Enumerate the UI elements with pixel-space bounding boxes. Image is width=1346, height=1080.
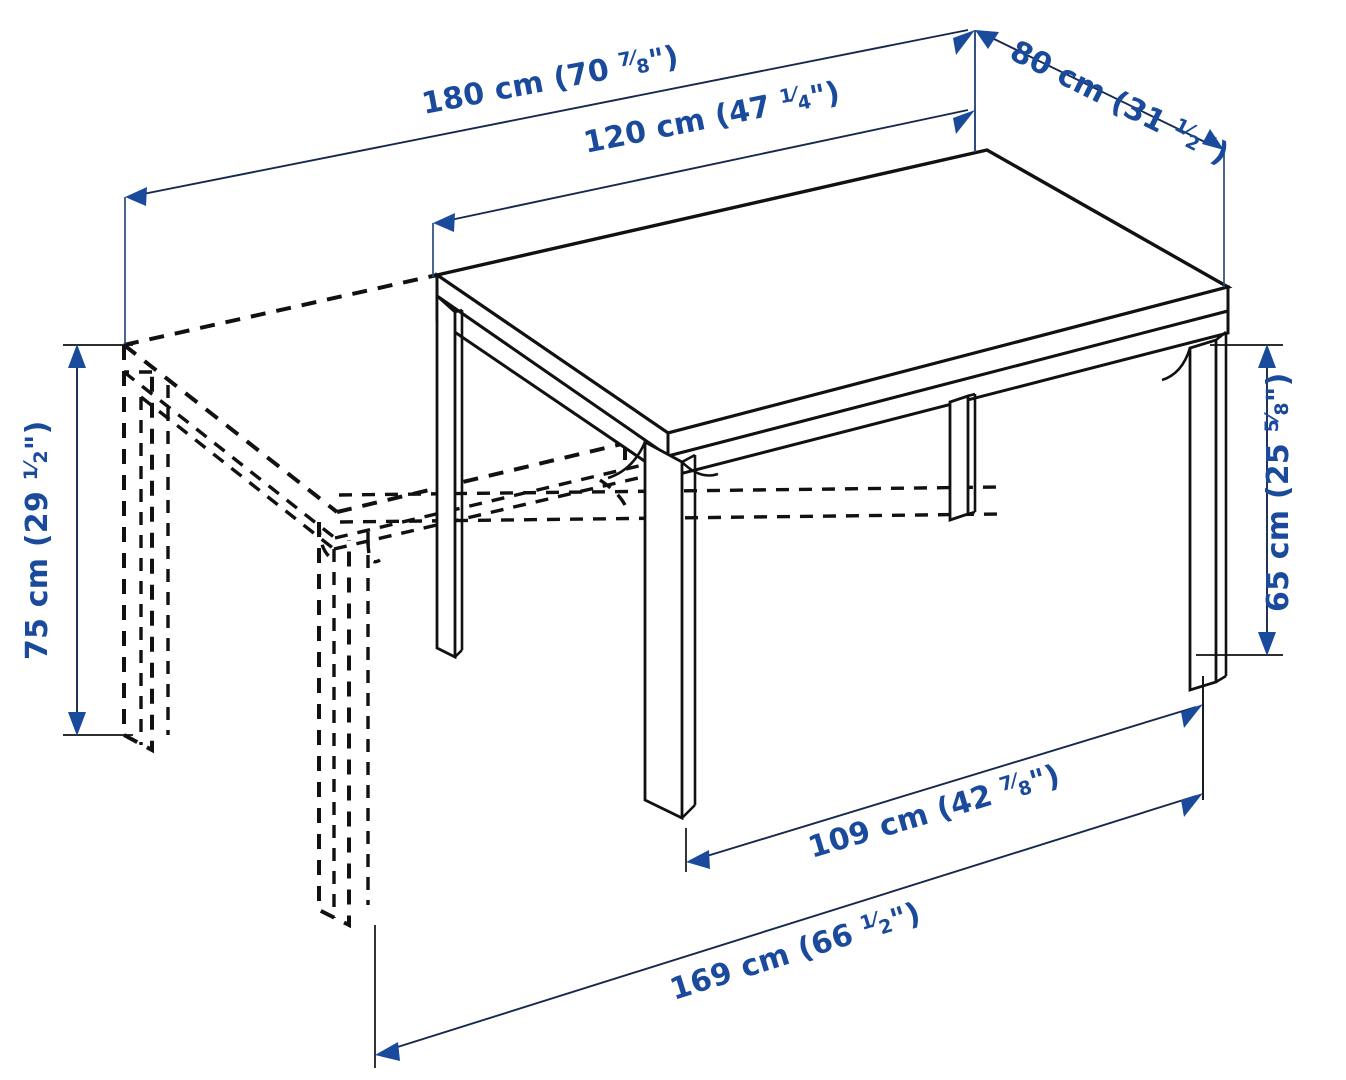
dim-109-metric: 109 cm (42 [804,775,1006,866]
dim-169-denominator: 2 [876,914,895,939]
dim-120-denominator: 4 [796,91,814,115]
dim-109-line [696,706,1197,860]
table-leg-front-right-outer-bottom [1215,674,1227,684]
dim-169-label: 169 cm (66 1⁄2") [666,896,925,1008]
table-leg-back-middle-top [967,392,976,398]
dim-120-arrow-right [953,110,975,134]
dim-120-tail: ") [807,75,843,115]
phantom-fillet-middle [599,478,627,506]
dim-180-line [132,29,969,197]
phantom-top-thickness-front [334,457,669,540]
table-fillet-right-a [1161,347,1192,382]
dimension-169cm: 169 cm (66 1⁄2") [374,676,1204,1068]
dim-180-denominator: 8 [635,54,652,78]
dim-169-arrow-right [1181,793,1203,817]
dim-75-tail: ") [20,420,55,450]
dim-75-denominator: 2 [30,450,52,463]
dim-120-label: 120 cm (47 1⁄4") [581,75,843,161]
table-leg-back-middle-bottom [967,510,976,516]
dim-75-slash: ⁄ [20,460,42,471]
dim-65-metric: 65 cm (25 [1261,432,1296,612]
dim-169-line [387,795,1197,1051]
dim-65-denominator: 8 [1271,402,1293,415]
phantom-fillet-front-left-b [366,539,381,564]
dim-65-arrow-bottom [1258,632,1276,656]
dim-65-label: 65 cm (25 5⁄8") [1261,372,1296,612]
phantom-top-left-edge [122,343,339,514]
dim-120-numerator: 1 [777,84,795,108]
dim-120-line [440,109,969,223]
dim-180-numerator: 7 [616,48,633,72]
phantom-apron-front [333,469,669,551]
table-solid-body [432,148,1233,821]
dim-169-metric: 169 cm (66 [666,914,868,1008]
phantom-apron-left [139,395,336,551]
table-leg-back-left [435,292,457,660]
table-leg-front-left-outer-top [681,453,696,464]
dim-180-metric: 180 cm (70 [419,50,623,122]
dim-75-metric: 75 cm (29 [20,480,55,660]
table-leg-front-left-outer-bottom [681,804,696,819]
table-leg-front-right [1188,338,1218,692]
dim-109-arrow-right [1181,704,1203,728]
dim-75-arrow-bottom [68,712,86,736]
dim-109-arrow-left [686,850,710,869]
dim-65-slash: ⁄ [1261,412,1283,423]
table-fillet-left-b [681,461,719,477]
dim-75-label: 75 cm (29 1⁄2") [20,420,55,660]
dim-180-label: 180 cm (70 7⁄8") [419,39,682,122]
table-leg-back-middle [948,394,970,522]
phantom-fillet-front-left [317,521,335,562]
table-leg-back-left-bottom [454,649,463,658]
dim-180-arrow-left [125,187,147,206]
dim-169-numerator: 1 [857,910,876,935]
phantom-top-front-edge [336,431,669,514]
dimension-109cm: 109 cm (42 7⁄8") [685,676,1204,872]
dim-180-tail: ") [646,39,682,79]
dim-65-arrow-top [1258,344,1276,368]
table-leg-front-left [643,439,684,821]
dim-80-arrow-start [975,30,999,49]
dimension-75cm: 75 cm (29 1⁄2") [20,344,133,736]
dim-80-label: 80 cm (31 1⁄2") [1004,34,1234,172]
table-leg-front-right-outer-top [1215,330,1227,342]
dim-65-tail: ") [1261,372,1296,402]
dim-120-metric: 120 cm (47 [581,87,785,161]
dim-80-line [987,35,1212,146]
dim-75-numerator: 1 [20,467,42,480]
dimension-65cm: 65 cm (25 5⁄8") [1196,344,1296,656]
dim-65-numerator: 5 [1261,419,1283,432]
dim-109-numerator: 7 [997,771,1016,796]
dim-75-arrow-top [68,344,86,368]
dim-109-denominator: 8 [1016,776,1035,801]
dim-169-arrow-left [375,1042,400,1061]
phantom-leg-back-left [122,345,154,754]
table-leg-back-left-top [454,308,463,314]
phantom-top-back-edge [123,273,438,347]
dim-80-arrow-end [1202,129,1224,150]
table-fillet-left-a [607,441,647,480]
dim-120-arrow-left [433,213,455,232]
dim-80-metric: 80 cm (31 [1004,34,1180,145]
dim-180-arrow-right [953,30,975,55]
phantom-top-thickness-left [122,370,337,540]
